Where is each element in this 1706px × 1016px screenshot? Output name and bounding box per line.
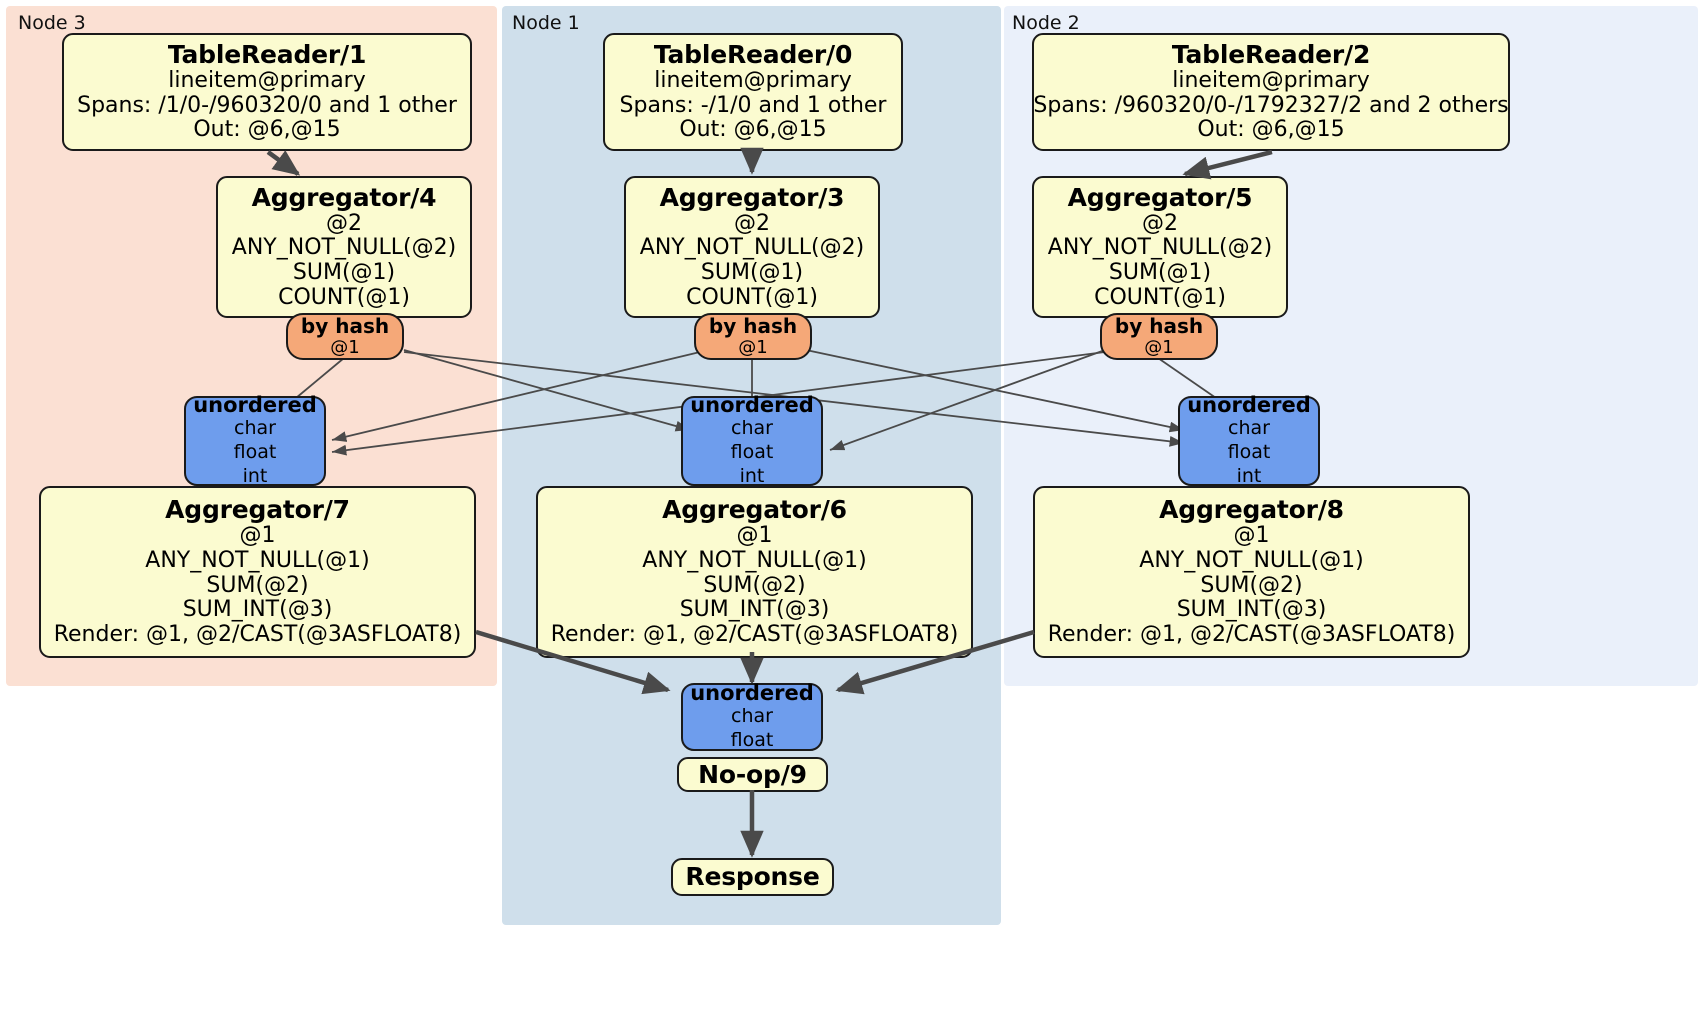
- sync-detail: char: [1228, 417, 1270, 440]
- node-detail: SUM(@1): [700, 260, 804, 285]
- node-detail: lineitem@primary: [1172, 68, 1370, 94]
- node-title: Aggregator/3: [659, 182, 845, 212]
- sync-title: unordered: [1187, 392, 1311, 417]
- node-no-op-9[interactable]: No-op/9: [677, 757, 828, 792]
- node-detail: SUM(@2): [703, 572, 806, 598]
- node-detail: ANY_NOT_NULL(@1): [642, 548, 867, 574]
- node-title: Response: [685, 862, 820, 891]
- node-aggregator-7[interactable]: Aggregator/7 @1 ANY_NOT_NULL(@1) SUM(@2)…: [39, 486, 476, 658]
- node-tablereader-1[interactable]: TableReader/1 lineitem@primary Spans: /1…: [62, 33, 472, 151]
- node-detail: SUM(@1): [292, 260, 396, 285]
- node-detail: @2: [1142, 210, 1178, 236]
- node-detail: ANY_NOT_NULL(@2): [639, 235, 865, 261]
- node-detail: lineitem@primary: [654, 68, 852, 94]
- node-detail: Spans: -/1/0 and 1 other: [619, 92, 887, 118]
- node-detail: ANY_NOT_NULL(@2): [1047, 235, 1273, 261]
- node-detail: COUNT(@1): [686, 284, 818, 310]
- sync-detail: char: [234, 417, 276, 440]
- node-detail: COUNT(@1): [1094, 284, 1226, 310]
- sync-detail: char: [731, 705, 773, 728]
- sync-title: unordered: [690, 392, 814, 417]
- node-detail: @2: [734, 210, 770, 236]
- sync-detail: int: [242, 464, 268, 487]
- router-by-hash-left[interactable]: by hash @1: [286, 313, 404, 360]
- node-detail: @1: [1233, 523, 1270, 549]
- router-detail: @1: [1144, 336, 1174, 358]
- node-detail: Spans: /960320/0-/1792327/2 and 2 others: [1033, 92, 1509, 118]
- router-title: by hash: [300, 314, 390, 339]
- panel-label-node-2: Node 2: [1012, 12, 1080, 34]
- node-detail: SUM(@2): [206, 572, 309, 598]
- router-detail: @1: [330, 336, 360, 358]
- router-detail: @1: [738, 336, 768, 358]
- node-detail: @2: [326, 210, 362, 236]
- node-detail: SUM(@2): [1200, 572, 1303, 598]
- router-by-hash-middle[interactable]: by hash @1: [694, 313, 812, 360]
- node-detail: Render: @1, @2/CAST(@3ASFLOAT8): [550, 621, 959, 647]
- node-detail: Render: @1, @2/CAST(@3ASFLOAT8): [1047, 621, 1456, 647]
- node-aggregator-5[interactable]: Aggregator/5 @2 ANY_NOT_NULL(@2) SUM(@1)…: [1032, 176, 1288, 318]
- node-detail: SUM_INT(@3): [1176, 597, 1327, 623]
- sync-detail: float: [233, 440, 277, 463]
- node-title: TableReader/0: [653, 40, 853, 70]
- sync-detail: int: [739, 464, 765, 487]
- node-title: Aggregator/4: [251, 182, 437, 212]
- router-by-hash-right[interactable]: by hash @1: [1100, 313, 1218, 360]
- node-title: TableReader/2: [1171, 40, 1371, 70]
- node-detail: lineitem@primary: [168, 68, 366, 94]
- node-aggregator-4[interactable]: Aggregator/4 @2 ANY_NOT_NULL(@2) SUM(@1)…: [216, 176, 472, 318]
- router-title: by hash: [1114, 314, 1204, 339]
- sync-title: unordered: [193, 392, 317, 417]
- node-detail: Render: @1, @2/CAST(@3ASFLOAT8): [53, 621, 462, 647]
- node-aggregator-8[interactable]: Aggregator/8 @1 ANY_NOT_NULL(@1) SUM(@2)…: [1033, 486, 1470, 658]
- node-detail: ANY_NOT_NULL(@2): [231, 235, 457, 261]
- node-response[interactable]: Response: [671, 858, 834, 896]
- synchronizer-unordered-right[interactable]: unordered char float int: [1178, 392, 1320, 487]
- panel-label-node-3: Node 3: [18, 12, 86, 34]
- node-title: Aggregator/5: [1067, 182, 1253, 212]
- node-title: TableReader/1: [167, 40, 367, 70]
- node-detail: Out: @6,@15: [193, 117, 341, 143]
- node-tablereader-0[interactable]: TableReader/0 lineitem@primary Spans: -/…: [603, 33, 903, 151]
- panel-label-node-1: Node 1: [512, 12, 580, 34]
- node-title: Aggregator/8: [1159, 495, 1344, 525]
- node-detail: ANY_NOT_NULL(@1): [145, 548, 370, 574]
- node-detail: Out: @6,@15: [679, 117, 827, 143]
- synchronizer-unordered-left[interactable]: unordered char float int: [184, 392, 326, 487]
- node-detail: SUM_INT(@3): [182, 597, 333, 623]
- node-detail: @1: [239, 523, 276, 549]
- node-title: No-op/9: [698, 759, 807, 789]
- router-title: by hash: [708, 314, 798, 339]
- node-detail: Out: @6,@15: [1197, 117, 1345, 143]
- node-title: Aggregator/6: [662, 495, 847, 525]
- node-title: Aggregator/7: [165, 495, 350, 525]
- sync-detail: float: [1227, 440, 1271, 463]
- sync-detail: char: [731, 417, 773, 440]
- node-detail: SUM(@1): [1108, 260, 1212, 285]
- synchronizer-unordered-middle[interactable]: unordered char float int: [681, 392, 823, 487]
- node-detail: SUM_INT(@3): [679, 597, 830, 623]
- sync-detail: int: [1236, 464, 1262, 487]
- node-tablereader-2[interactable]: TableReader/2 lineitem@primary Spans: /9…: [1032, 33, 1510, 151]
- sync-detail: float: [730, 728, 774, 751]
- node-aggregator-3[interactable]: Aggregator/3 @2 ANY_NOT_NULL(@2) SUM(@1)…: [624, 176, 880, 318]
- sync-title: unordered: [690, 680, 814, 705]
- node-detail: @1: [736, 523, 773, 549]
- synchronizer-unordered-final[interactable]: unordered char float: [681, 680, 823, 751]
- node-detail: COUNT(@1): [278, 284, 410, 310]
- sync-detail: float: [730, 440, 774, 463]
- node-detail: Spans: /1/0-/960320/0 and 1 other: [77, 92, 457, 118]
- node-detail: ANY_NOT_NULL(@1): [1139, 548, 1364, 574]
- node-aggregator-6[interactable]: Aggregator/6 @1 ANY_NOT_NULL(@1) SUM(@2)…: [536, 486, 973, 658]
